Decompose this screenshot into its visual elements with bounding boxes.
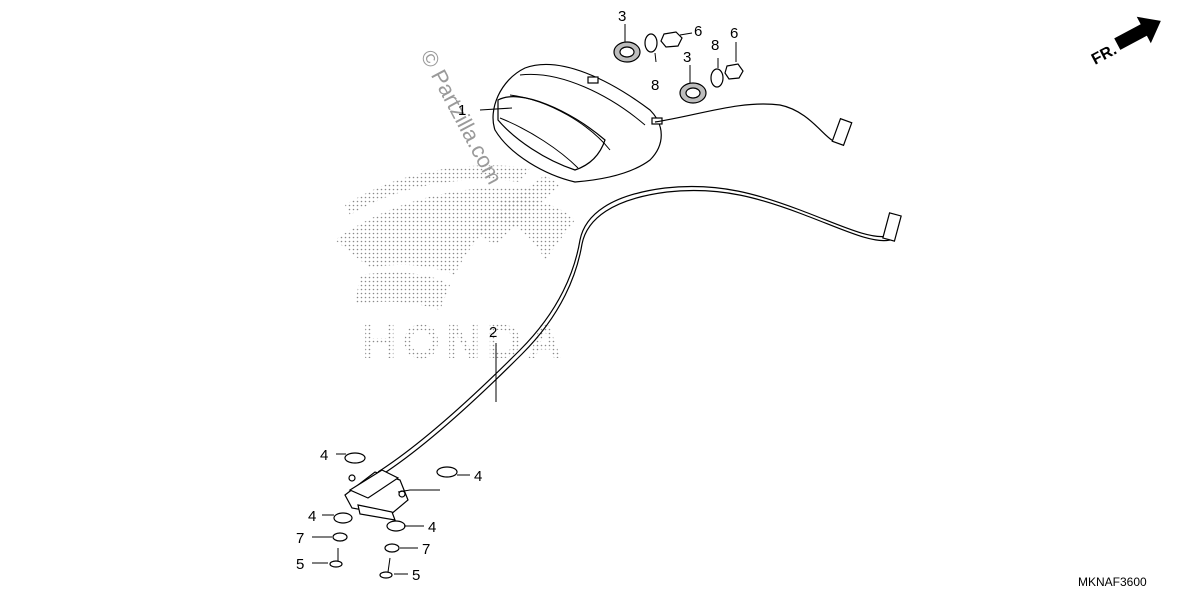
washer-upper-left xyxy=(644,33,658,53)
svg-text:FR.: FR. xyxy=(1089,41,1120,68)
drawing-code: MKNAF3600 xyxy=(1078,575,1147,589)
tail-light-connector xyxy=(831,117,853,147)
svg-text:HONDA: HONDA xyxy=(362,316,568,369)
washer-lower-left xyxy=(332,532,348,542)
callout-grommet-left: 3 xyxy=(618,8,626,25)
grommet-right xyxy=(679,82,707,104)
callout-grommet-right: 3 xyxy=(683,49,691,66)
callout-collar-upper-right: 4 xyxy=(474,468,482,485)
collar-lower-right xyxy=(386,520,406,532)
callout-cable: 2 xyxy=(489,324,497,341)
callout-washer-upper-left: 8 xyxy=(651,77,659,94)
screw-lower-right xyxy=(379,557,393,579)
washer-lower-right xyxy=(384,543,400,553)
honda-wing-watermark xyxy=(335,165,575,310)
screw-lower-left xyxy=(329,548,343,568)
nut-upper-right xyxy=(724,63,744,80)
honda-logo-watermark: HONDA xyxy=(362,316,568,369)
nut-upper-left xyxy=(660,31,683,48)
cable-connector xyxy=(882,212,902,242)
callout-nut-left: 6 xyxy=(694,23,702,40)
washer-upper-right xyxy=(710,68,724,88)
collar-upper-right xyxy=(436,466,458,478)
license-light-cable xyxy=(377,185,889,473)
callout-collar-lower-right: 4 xyxy=(428,519,436,536)
tail-light-lead-wire xyxy=(654,103,841,143)
callout-collar-upper-left: 4 xyxy=(320,447,328,464)
collar-upper-left xyxy=(344,452,366,464)
callout-washer-lower-right: 7 xyxy=(422,541,430,558)
front-arrow-icon xyxy=(1114,16,1161,50)
tail-light-assembly xyxy=(492,63,663,183)
callout-nut-right: 6 xyxy=(730,25,738,42)
license-light-housing xyxy=(344,469,409,521)
grommet-left xyxy=(613,41,641,63)
collar-lower-left xyxy=(333,512,353,524)
callout-collar-lower-left: 4 xyxy=(308,508,316,525)
front-direction-indicator: FR. xyxy=(1089,16,1161,69)
callout-screw-left: 5 xyxy=(296,556,304,573)
callout-washer-upper-right: 8 xyxy=(711,37,719,54)
callout-screw-right: 5 xyxy=(412,567,420,584)
callout-washer-lower-left: 7 xyxy=(296,530,304,547)
callout-tail-light: 1 xyxy=(458,102,466,119)
